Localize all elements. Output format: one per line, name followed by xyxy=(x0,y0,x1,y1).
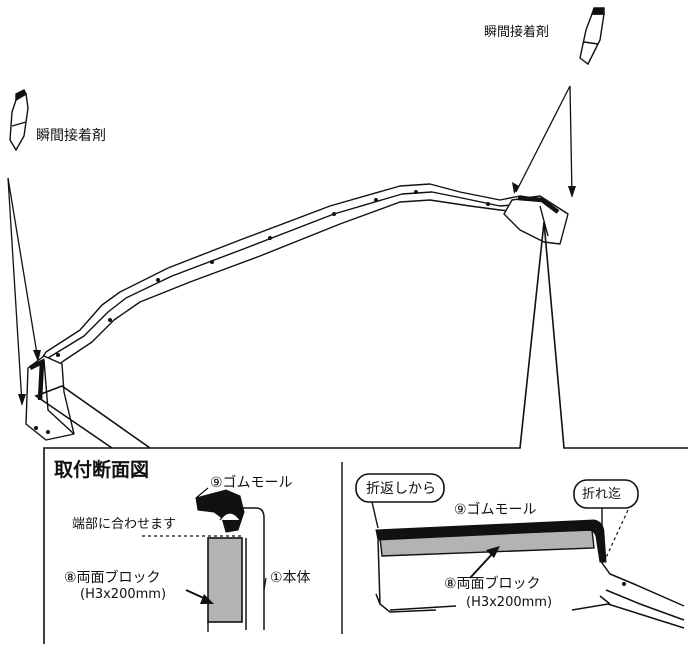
fold-back-label: 折返しから xyxy=(366,481,436,497)
section-title: 取付断面図 xyxy=(54,458,149,481)
glue-bottle-left-icon xyxy=(9,89,29,152)
fold-dashed-line xyxy=(603,509,629,563)
rubber-mold-right xyxy=(375,519,607,563)
fold-edge-label: 折れ迄 xyxy=(582,487,621,502)
callout-frame xyxy=(34,221,688,644)
spoiler-ridge-line xyxy=(47,191,549,359)
fold-back-bubble xyxy=(355,473,445,503)
double-block-label-right: ⑧両面ブロック xyxy=(444,575,541,592)
left-cross-section xyxy=(195,489,265,632)
align-edge-label: 端部に合わせます xyxy=(72,517,176,532)
right-cross-section xyxy=(375,519,685,629)
rubber-strip-left xyxy=(28,358,45,401)
main-body-label: ①本体 xyxy=(270,570,311,586)
spoiler-main-body xyxy=(33,183,566,379)
double-block-size-left: (H3x200mm) xyxy=(80,587,166,602)
double-sided-block-left xyxy=(207,537,243,623)
arrowhead-block-right xyxy=(486,546,500,558)
glue-arrows xyxy=(7,85,573,405)
spoiler-left-end-inner xyxy=(43,359,75,435)
spoiler-right-end-inner xyxy=(539,205,549,237)
glue-label-right: 瞬間接着剤 xyxy=(484,24,549,40)
rubber-strip-right xyxy=(517,195,560,214)
rubber-mold-label-left: ⑨ゴムモール xyxy=(210,474,293,491)
main-body-panel xyxy=(236,507,265,630)
double-block-size-right: (H3x200mm) xyxy=(466,595,552,610)
double-block-label-left: ⑧両面ブロック xyxy=(64,569,161,586)
fold-edge-bubble xyxy=(573,479,639,509)
spoiler-overview xyxy=(25,183,569,441)
rubber-mold-left xyxy=(195,489,245,533)
arrowhead-block-left xyxy=(200,594,214,604)
spoiler-right-end xyxy=(503,195,569,245)
spoiler-mounting-holes xyxy=(34,190,490,434)
glue-arrowheads xyxy=(18,182,576,406)
glue-bottle-right-icon xyxy=(579,7,605,66)
rubber-mold-label-right: ⑨ゴムモール xyxy=(454,501,537,518)
glue-label-left: 瞬間接着剤 xyxy=(36,127,106,144)
spoiler-left-end xyxy=(25,355,75,441)
main-body-right xyxy=(375,539,685,621)
